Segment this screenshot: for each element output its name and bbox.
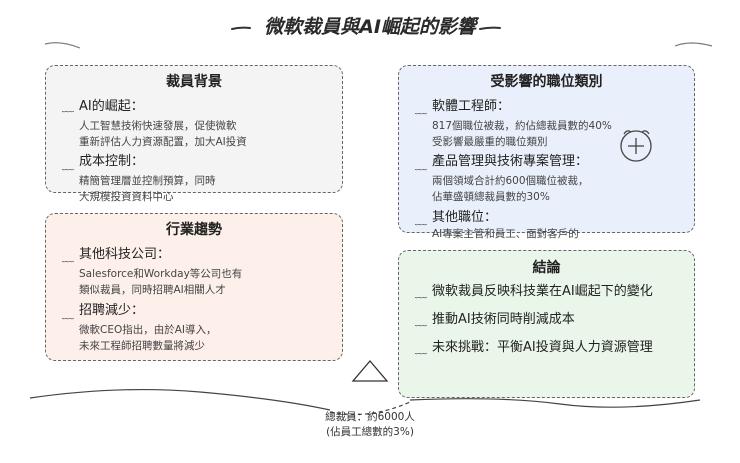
- list-item: 成本控制： 精簡管理層並控制預算，同時 大規模投資資料中心: [79, 150, 216, 205]
- tilde-icon: ﹏: [415, 102, 428, 116]
- affected-title: 受影響的職位類別: [490, 74, 603, 90]
- list-item: 其他職位： AI專案主管和員工、面對客戶的: [432, 206, 579, 242]
- tilde-icon: ﹏: [62, 100, 75, 114]
- item-head: 產品管理與技術專案管理：: [432, 154, 589, 169]
- background-panel: 裁員背景 ﹏ AI的崛起： 人工智慧技術快速發展，促使微軟 重新評估人力資源配置…: [45, 65, 343, 203]
- item-head: 其他科技公司：: [79, 247, 171, 262]
- item-desc: 微軟CEO指出，由於AI導入， 未來工程師招聘數量將減少: [79, 324, 217, 352]
- conclusion-item: 推動AI技術同時削減成本: [432, 312, 575, 327]
- item-desc: AI專案主管和員工、面對客戶的: [432, 228, 579, 240]
- total-count: 總裁員：約6000人: [325, 411, 415, 423]
- tilde-icon: ﹏: [62, 250, 75, 264]
- list-item: 招聘減少： 微軟CEO指出，由於AI導入， 未來工程師招聘數量將減少: [79, 299, 217, 354]
- plus-circle-icon: [620, 130, 652, 162]
- total-label: 總裁員：約6000人 (佔員工總數的3%): [270, 410, 470, 440]
- tilde-icon: ﹏: [415, 286, 428, 300]
- background-title: 裁員背景: [166, 74, 222, 90]
- conclusion-title: 結論: [532, 260, 561, 276]
- item-desc: Salesforce和Workday等公司也有 類似裁員，同時招聘AI相關人才: [79, 268, 243, 296]
- item-head: AI的崛起：: [79, 99, 144, 114]
- conclusion-panel: 結論 ﹏ 微軟裁員反映科技業在AI崛起下的變化 ﹏ 推動AI技術同時削減成本 ﹏…: [398, 250, 695, 398]
- tilde-icon: ﹏: [62, 307, 75, 321]
- item-head: 其他職位：: [432, 210, 498, 225]
- conclusion-item: 微軟裁員反映科技業在AI崛起下的變化: [432, 284, 653, 299]
- list-item: 產品管理與技術專案管理： 兩個領域合計約600個職位被裁， 佔華盛頓總裁員數的3…: [432, 150, 589, 205]
- item-head: 招聘減少：: [79, 303, 145, 318]
- tilde-icon: ﹏: [62, 158, 75, 172]
- list-item: AI的崛起： 人工智慧技術快速發展，促使微軟 重新評估人力資源配置，加大AI投資: [79, 95, 247, 150]
- page-title: 微軟裁員與AI崛起的影響: [264, 16, 476, 38]
- trend-title: 行業趨勢: [166, 222, 222, 238]
- tilde-icon: ﹏: [415, 158, 428, 172]
- total-percent: (佔員工總數的3%): [326, 426, 414, 438]
- up-triangle-icon: [351, 359, 389, 382]
- tilde-icon: ﹏: [415, 314, 428, 328]
- trend-panel: 行業趨勢 ﹏ 其他科技公司： Salesforce和Workday等公司也有 類…: [45, 213, 343, 361]
- item-head: 成本控制：: [79, 154, 145, 169]
- affected-panel: 受影響的職位類別 ﹏ 軟體工程師： 817個職位被裁，約佔總裁員數的40% 受影…: [398, 65, 695, 240]
- item-desc: 兩個領域合計約600個職位被裁， 佔華盛頓總裁員數的30%: [432, 175, 589, 203]
- list-item: 軟體工程師： 817個職位被裁，約佔總裁員數的40% 受影響最嚴重的職位類別: [432, 95, 612, 150]
- item-desc: 人工智慧技術快速發展，促使微軟 重新評估人力資源配置，加大AI投資: [79, 120, 247, 148]
- item-desc: 817個職位被裁，約佔總裁員數的40% 受影響最嚴重的職位類別: [432, 120, 612, 148]
- list-item: 其他科技公司： Salesforce和Workday等公司也有 類似裁員，同時招…: [79, 243, 242, 298]
- item-desc: 精簡管理層並控制預算，同時 大規模投資資料中心: [79, 175, 216, 203]
- tilde-icon: ﹏: [415, 342, 428, 356]
- tilde-icon: ﹏: [415, 213, 428, 227]
- item-head: 軟體工程師：: [432, 99, 511, 114]
- conclusion-item: 未來挑戰：平衡AI投資與人力資源管理: [432, 340, 653, 355]
